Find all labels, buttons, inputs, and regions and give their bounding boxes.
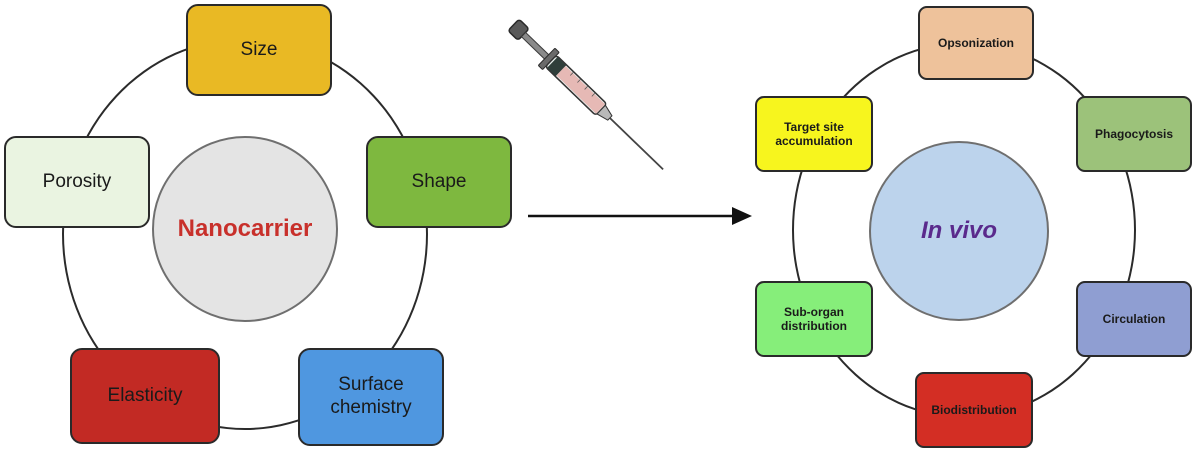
node-surface-chemistry-label: Surface chemistry <box>330 374 412 418</box>
node-circulation: Circulation <box>1076 281 1192 357</box>
node-shape: Shape <box>366 136 512 228</box>
node-elasticity: Elasticity <box>70 348 220 444</box>
node-surface-chemistry: Surface chemistry <box>298 348 444 446</box>
node-porosity-label: Porosity <box>42 170 112 192</box>
invivo-circle: In vivo <box>869 141 1049 321</box>
invivo-label: In vivo <box>920 217 998 244</box>
nanocarrier-label: Nanocarrier <box>177 215 313 242</box>
node-phagocytosis-label: Phagocytosis <box>1094 126 1174 141</box>
node-target-site-accumulation-label: Target site accumulation <box>775 119 853 148</box>
node-target-site-accumulation: Target site accumulation <box>755 96 873 172</box>
arrow-right-icon <box>528 207 752 225</box>
syringe-icon <box>508 19 664 171</box>
node-sub-organ-distribution: Sub-organ distribution <box>755 281 873 357</box>
node-opsonization-label: Opsonization <box>938 35 1014 50</box>
node-opsonization: Opsonization <box>918 6 1034 80</box>
node-biodistribution: Biodistribution <box>915 372 1033 448</box>
node-sub-organ-distribution-label: Sub-organ distribution <box>781 304 847 333</box>
node-size-label: Size <box>240 38 278 60</box>
nanocarrier-circle: Nanocarrier <box>152 136 338 322</box>
node-elasticity-label: Elasticity <box>107 384 183 406</box>
node-phagocytosis: Phagocytosis <box>1076 96 1192 172</box>
node-size: Size <box>186 4 332 96</box>
node-porosity: Porosity <box>4 136 150 228</box>
node-shape-label: Shape <box>411 170 467 192</box>
node-biodistribution-label: Biodistribution <box>931 402 1017 417</box>
node-circulation-label: Circulation <box>1102 311 1166 326</box>
